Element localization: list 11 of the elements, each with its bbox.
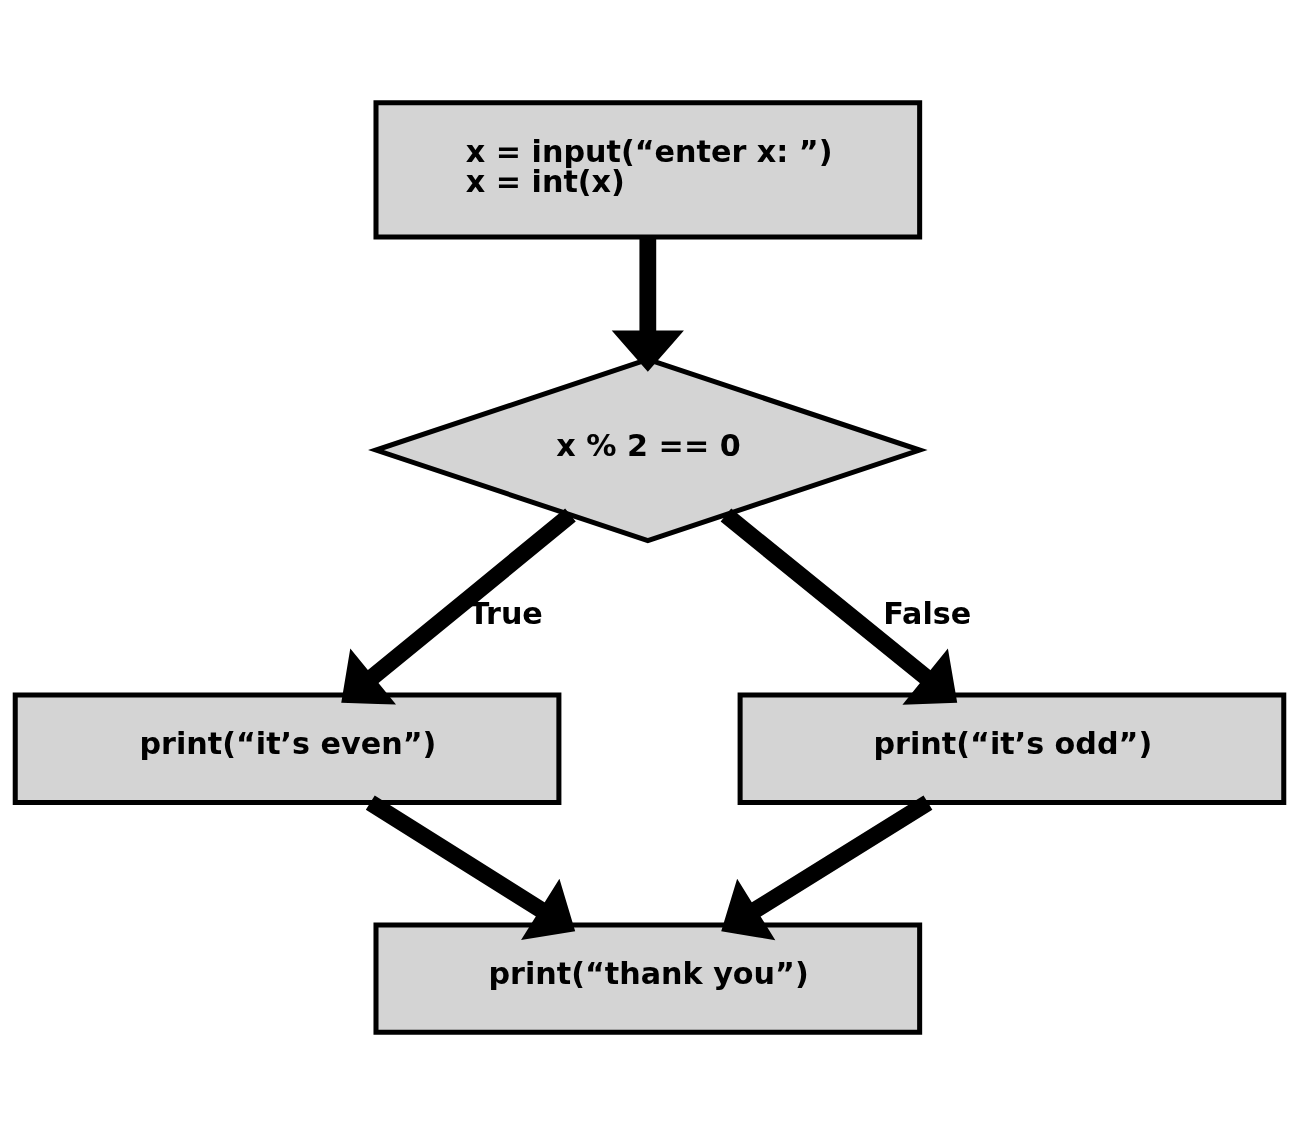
- arrow: [365, 795, 576, 940]
- arrow: [721, 795, 933, 940]
- node-box: x = input(“enter x: ”) x = int(x): [373, 99, 923, 239]
- arrow: [611, 236, 684, 372]
- arrow: [341, 508, 576, 704]
- node-box: print(“it’s even”): [12, 692, 562, 805]
- arrow: [720, 508, 958, 705]
- node-box: print(“it’s odd”): [737, 692, 1287, 805]
- edge-label: False: [883, 595, 972, 631]
- node-box: print(“thank you”): [373, 921, 923, 1035]
- edge-label: True: [468, 595, 543, 631]
